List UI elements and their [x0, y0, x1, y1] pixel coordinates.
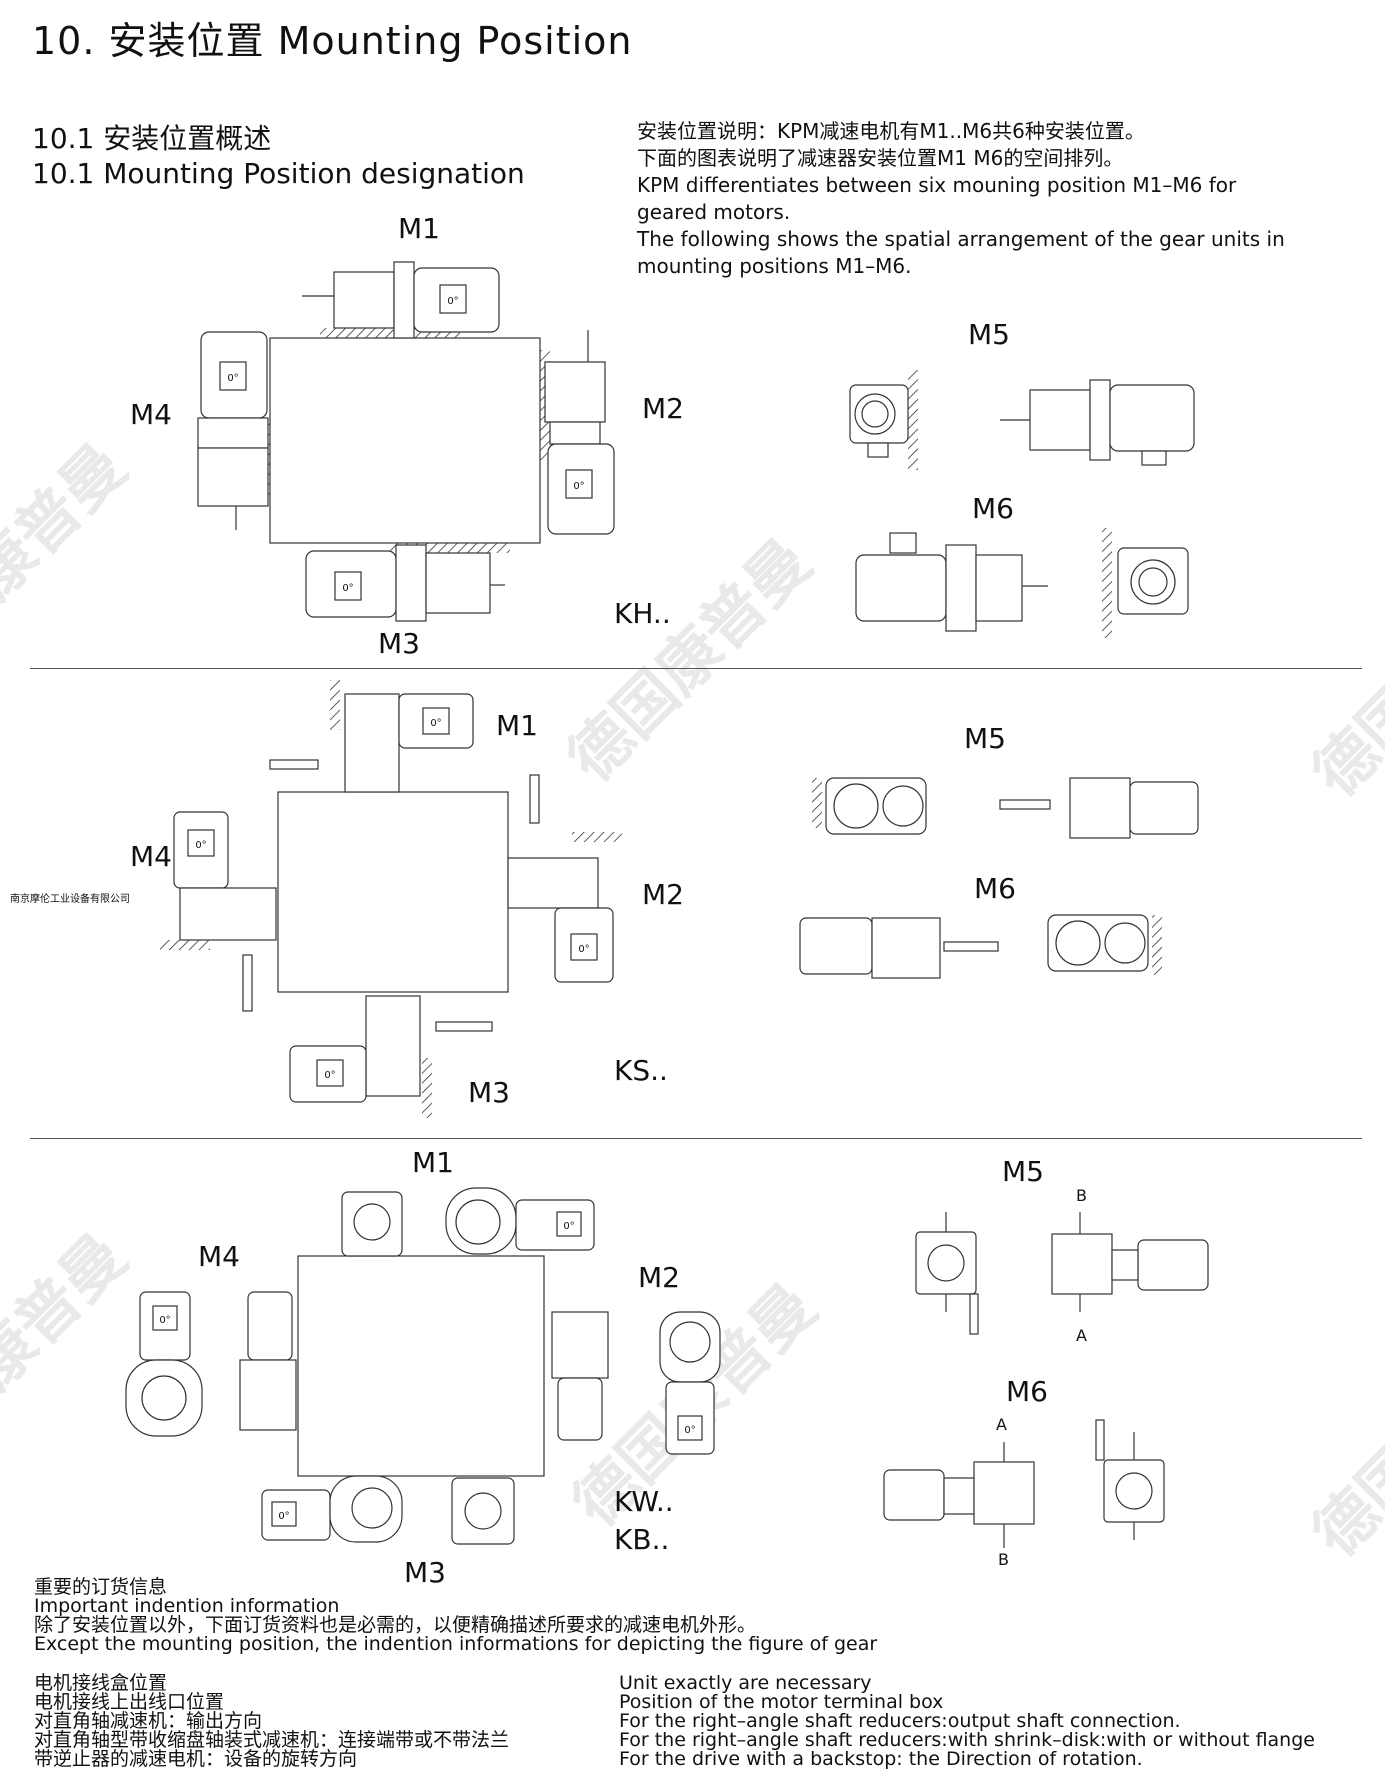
- notes-right-item: Position of the motor terminal box: [619, 1691, 944, 1713]
- intro-text: 安装位置说明：KPM减速电机有M1..M6共6种安装位置。 下面的图表说明了减速…: [637, 118, 1285, 280]
- kh-m3-unit: 0°: [305, 544, 505, 622]
- company-name: 南京摩伦工业设备有限公司: [10, 894, 130, 905]
- notes-right-item: For the drive with a backstop: the Direc…: [619, 1748, 1143, 1770]
- intro-line: 安装位置说明：KPM减速电机有M1..M6共6种安装位置。: [637, 119, 1145, 143]
- mounting-surface: [269, 337, 541, 544]
- kh-m1-unit: 0°: [302, 261, 500, 339]
- notes-body-en: Except the mounting position, the indent…: [34, 1633, 878, 1655]
- notes-block: 重要的订货信息 Important indention information …: [34, 1578, 877, 1654]
- svg-text:0°: 0°: [684, 1425, 695, 1436]
- type-ks: KS..: [614, 1054, 668, 1087]
- intro-line: KPM differentiates between six mouning p…: [637, 173, 1237, 197]
- notes-right-item: Unit exactly are necessary: [619, 1672, 872, 1694]
- section-subtitle-cn: 10.1 安装位置概述: [32, 122, 272, 155]
- label-m2: M2: [642, 878, 684, 911]
- type-kh: KH..: [614, 597, 671, 630]
- ks-m4-unit: 0°: [160, 811, 277, 1012]
- kw-m4-unit: 0°: [125, 1291, 297, 1437]
- svg-text:0°: 0°: [573, 481, 584, 492]
- label-m5: M5: [964, 722, 1006, 755]
- type-kw: KW..: [614, 1485, 674, 1518]
- label-m3: M3: [404, 1556, 446, 1589]
- kw-m1-unit: 0°: [341, 1187, 595, 1257]
- svg-text:0°: 0°: [278, 1511, 289, 1522]
- kw-kb-diagram: 0° 0° 0° 0°: [125, 1187, 1209, 1548]
- label-m6: M6: [1006, 1375, 1048, 1408]
- label-m3: M3: [468, 1076, 510, 1109]
- watermark: 德国康普曼: [1299, 1300, 1385, 1571]
- svg-text:0°: 0°: [159, 1315, 170, 1326]
- axis-label-a: A: [1076, 1326, 1087, 1345]
- notes-left-item: 电机接线盒位置: [34, 1672, 168, 1694]
- svg-text:0°: 0°: [578, 944, 589, 955]
- kh-m2-unit: 0°: [544, 330, 615, 535]
- svg-text:0°: 0°: [324, 1070, 335, 1081]
- notes-title-cn: 重要的订货信息: [34, 1576, 168, 1598]
- label-m6: M6: [974, 872, 1016, 905]
- svg-text:0°: 0°: [430, 718, 441, 729]
- mounting-surface: [297, 1255, 545, 1477]
- notes-right-list: Unit exactly are necessary Position of t…: [619, 1674, 1315, 1769]
- notes-left-item: 电机接线上出线口位置: [34, 1691, 225, 1713]
- ks-diagram: 0° 0° 0° 0°: [160, 680, 1199, 1118]
- kh-diagram: 0° 0° 0° 0°: [197, 261, 1195, 638]
- notes-right-item: For the right–angle shaft reducers:outpu…: [619, 1710, 1181, 1732]
- page-title: 10. 安装位置 Mounting Position: [32, 19, 633, 63]
- label-m5: M5: [968, 318, 1010, 351]
- type-kb: KB..: [614, 1523, 670, 1556]
- kw-m6-unit: [883, 1419, 1165, 1548]
- divider: [30, 668, 1362, 669]
- svg-text:0°: 0°: [447, 296, 458, 307]
- watermark: 德国康普曼: [0, 1220, 140, 1491]
- label-m1: M1: [412, 1146, 454, 1179]
- kh-m4-unit: 0°: [197, 331, 269, 530]
- section-subtitle-en: 10.1 Mounting Position designation: [32, 157, 525, 190]
- svg-text:0°: 0°: [195, 840, 206, 851]
- label-m1: M1: [398, 212, 440, 245]
- kw-m5-unit: [915, 1212, 1209, 1335]
- ks-m2-unit: 0°: [507, 774, 622, 983]
- label-m1: M1: [496, 709, 538, 742]
- label-m4: M4: [130, 398, 172, 431]
- notes-body-cn: 除了安装位置以外，下面订货资料也是必需的，以便精确描述所要求的减速电机外形。: [34, 1614, 757, 1636]
- label-m2: M2: [642, 392, 684, 425]
- svg-text:0°: 0°: [563, 1221, 574, 1232]
- notes-right-item: For the right–angle shaft reducers:with …: [619, 1729, 1315, 1751]
- intro-line: 下面的图表说明了减速器安装位置M1 M6的空间排列。: [637, 146, 1124, 170]
- kw-m2-unit: 0°: [551, 1311, 721, 1455]
- label-m3: M3: [378, 627, 420, 660]
- notes-title-en: Important indention information: [34, 1595, 340, 1617]
- kh-m6-unit: [855, 528, 1189, 638]
- watermark: 德国康普曼: [0, 430, 140, 701]
- kw-m3-unit: 0°: [261, 1475, 515, 1545]
- mounting-surface: [277, 791, 509, 993]
- label-m5: M5: [1002, 1155, 1044, 1188]
- ks-m1-unit: 0°: [269, 680, 474, 793]
- kh-m5-unit: [849, 370, 1195, 470]
- notes-left-item: 对直角轴减速机：输出方向: [34, 1710, 263, 1732]
- ks-m6-unit: [799, 914, 1162, 979]
- watermark: 德国康普曼: [554, 525, 825, 796]
- notes-left-item: 带逆止器的减速电机：设备的旋转方向: [34, 1748, 358, 1770]
- watermark: 德国康普曼: [1299, 540, 1385, 811]
- ks-m3-unit: 0°: [289, 995, 493, 1118]
- axis-label-a: A: [996, 1415, 1007, 1434]
- label-m4: M4: [198, 1240, 240, 1273]
- label-m6: M6: [972, 492, 1014, 525]
- intro-line: The following shows the spatial arrangem…: [637, 227, 1285, 251]
- axis-label-b: B: [1076, 1186, 1087, 1205]
- notes-left-list: 电机接线盒位置 电机接线上出线口位置 对直角轴减速机：输出方向 对直角轴型带收缩…: [34, 1674, 509, 1769]
- label-m4: M4: [130, 840, 172, 873]
- svg-text:0°: 0°: [342, 583, 353, 594]
- ks-m5-unit: [812, 777, 1199, 839]
- svg-text:0°: 0°: [227, 373, 238, 384]
- axis-label-b: B: [998, 1550, 1009, 1569]
- intro-line: geared motors.: [637, 200, 791, 224]
- notes-left-item: 对直角轴型带收缩盘轴装式减速机：连接端带或不带法兰: [34, 1729, 510, 1751]
- divider: [30, 1138, 1362, 1139]
- label-m2: M2: [638, 1261, 680, 1294]
- intro-line: mounting positions M1–M6.: [637, 254, 912, 278]
